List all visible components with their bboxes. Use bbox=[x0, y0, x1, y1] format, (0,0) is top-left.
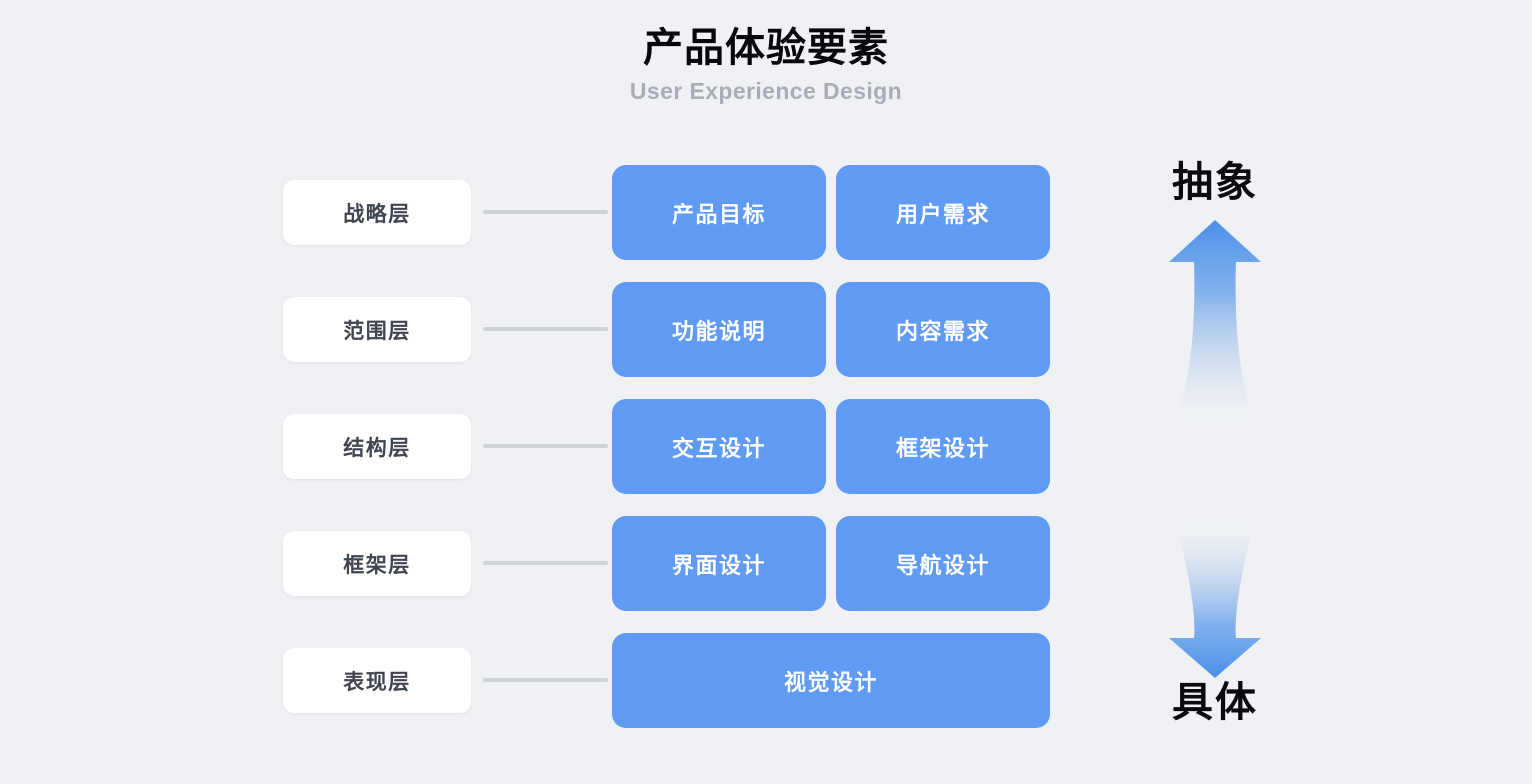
card-group: 交互设计 框架设计 bbox=[612, 399, 1050, 494]
layer-pill-label: 结构层 bbox=[343, 436, 411, 460]
card-group: 界面设计 导航设计 bbox=[612, 516, 1050, 611]
page-title: 产品体验要素 bbox=[643, 26, 889, 70]
element-card[interactable]: 交互设计 bbox=[612, 399, 826, 494]
layer-row-skeleton: 框架层 界面设计 导航设计 bbox=[0, 516, 1532, 611]
connector-line bbox=[483, 327, 608, 331]
layer-pill-label: 范围层 bbox=[343, 319, 411, 343]
layer-row-structure: 结构层 交互设计 框架设计 bbox=[0, 399, 1532, 494]
element-card[interactable]: 导航设计 bbox=[836, 516, 1050, 611]
layer-pill-strategy[interactable]: 战略层 bbox=[283, 180, 471, 245]
element-card[interactable]: 用户需求 bbox=[836, 165, 1050, 260]
card-group: 功能说明 内容需求 bbox=[612, 282, 1050, 377]
connector-line bbox=[483, 678, 608, 682]
element-card-label: 导航设计 bbox=[895, 552, 990, 578]
layer-pill-scope[interactable]: 范围层 bbox=[283, 297, 471, 362]
layer-pill-structure[interactable]: 结构层 bbox=[283, 414, 471, 479]
diagram-header: 产品体验要素 User Experience Design bbox=[0, 22, 1532, 106]
element-card[interactable]: 界面设计 bbox=[612, 516, 826, 611]
layer-pill-label: 表现层 bbox=[343, 670, 411, 694]
element-card-label: 界面设计 bbox=[671, 552, 766, 578]
layer-pill-skeleton[interactable]: 框架层 bbox=[283, 531, 471, 596]
layer-pill-surface[interactable]: 表现层 bbox=[283, 648, 471, 713]
layer-row-scope: 范围层 功能说明 内容需求 bbox=[0, 282, 1532, 377]
element-card-label: 框架设计 bbox=[895, 435, 990, 461]
arrow-down-icon bbox=[1157, 520, 1273, 680]
element-card-label: 功能说明 bbox=[671, 318, 766, 344]
connector-line bbox=[483, 444, 608, 448]
element-card-label: 视觉设计 bbox=[783, 669, 878, 695]
axis-label-concrete: 具体 bbox=[1172, 679, 1258, 725]
layer-row-surface: 表现层 视觉设计 bbox=[0, 633, 1532, 728]
element-card[interactable]: 产品目标 bbox=[612, 165, 826, 260]
element-card-label: 内容需求 bbox=[895, 318, 990, 344]
connector-line bbox=[483, 561, 608, 565]
element-card-label: 用户需求 bbox=[895, 201, 990, 227]
card-group: 视觉设计 bbox=[612, 633, 1050, 728]
element-card-label: 交互设计 bbox=[671, 435, 766, 461]
connector-line bbox=[483, 210, 608, 214]
element-card-label: 产品目标 bbox=[671, 201, 766, 227]
layer-pill-label: 战略层 bbox=[343, 202, 411, 226]
arrow-up-icon bbox=[1157, 218, 1273, 428]
element-card[interactable]: 功能说明 bbox=[612, 282, 826, 377]
page-subtitle: User Experience Design bbox=[629, 78, 903, 104]
layer-pill-label: 框架层 bbox=[343, 553, 411, 577]
axis-label-abstract: 抽象 bbox=[1172, 159, 1258, 205]
element-card[interactable]: 内容需求 bbox=[836, 282, 1050, 377]
layer-row-strategy: 战略层 产品目标 用户需求 bbox=[0, 165, 1532, 260]
element-card[interactable]: 视觉设计 bbox=[612, 633, 1050, 728]
abstraction-axis: 抽象 bbox=[1130, 150, 1300, 740]
layer-rows: 战略层 产品目标 用户需求 范围层 功能说明 bbox=[0, 165, 1532, 728]
element-card[interactable]: 框架设计 bbox=[836, 399, 1050, 494]
card-group: 产品目标 用户需求 bbox=[612, 165, 1050, 260]
